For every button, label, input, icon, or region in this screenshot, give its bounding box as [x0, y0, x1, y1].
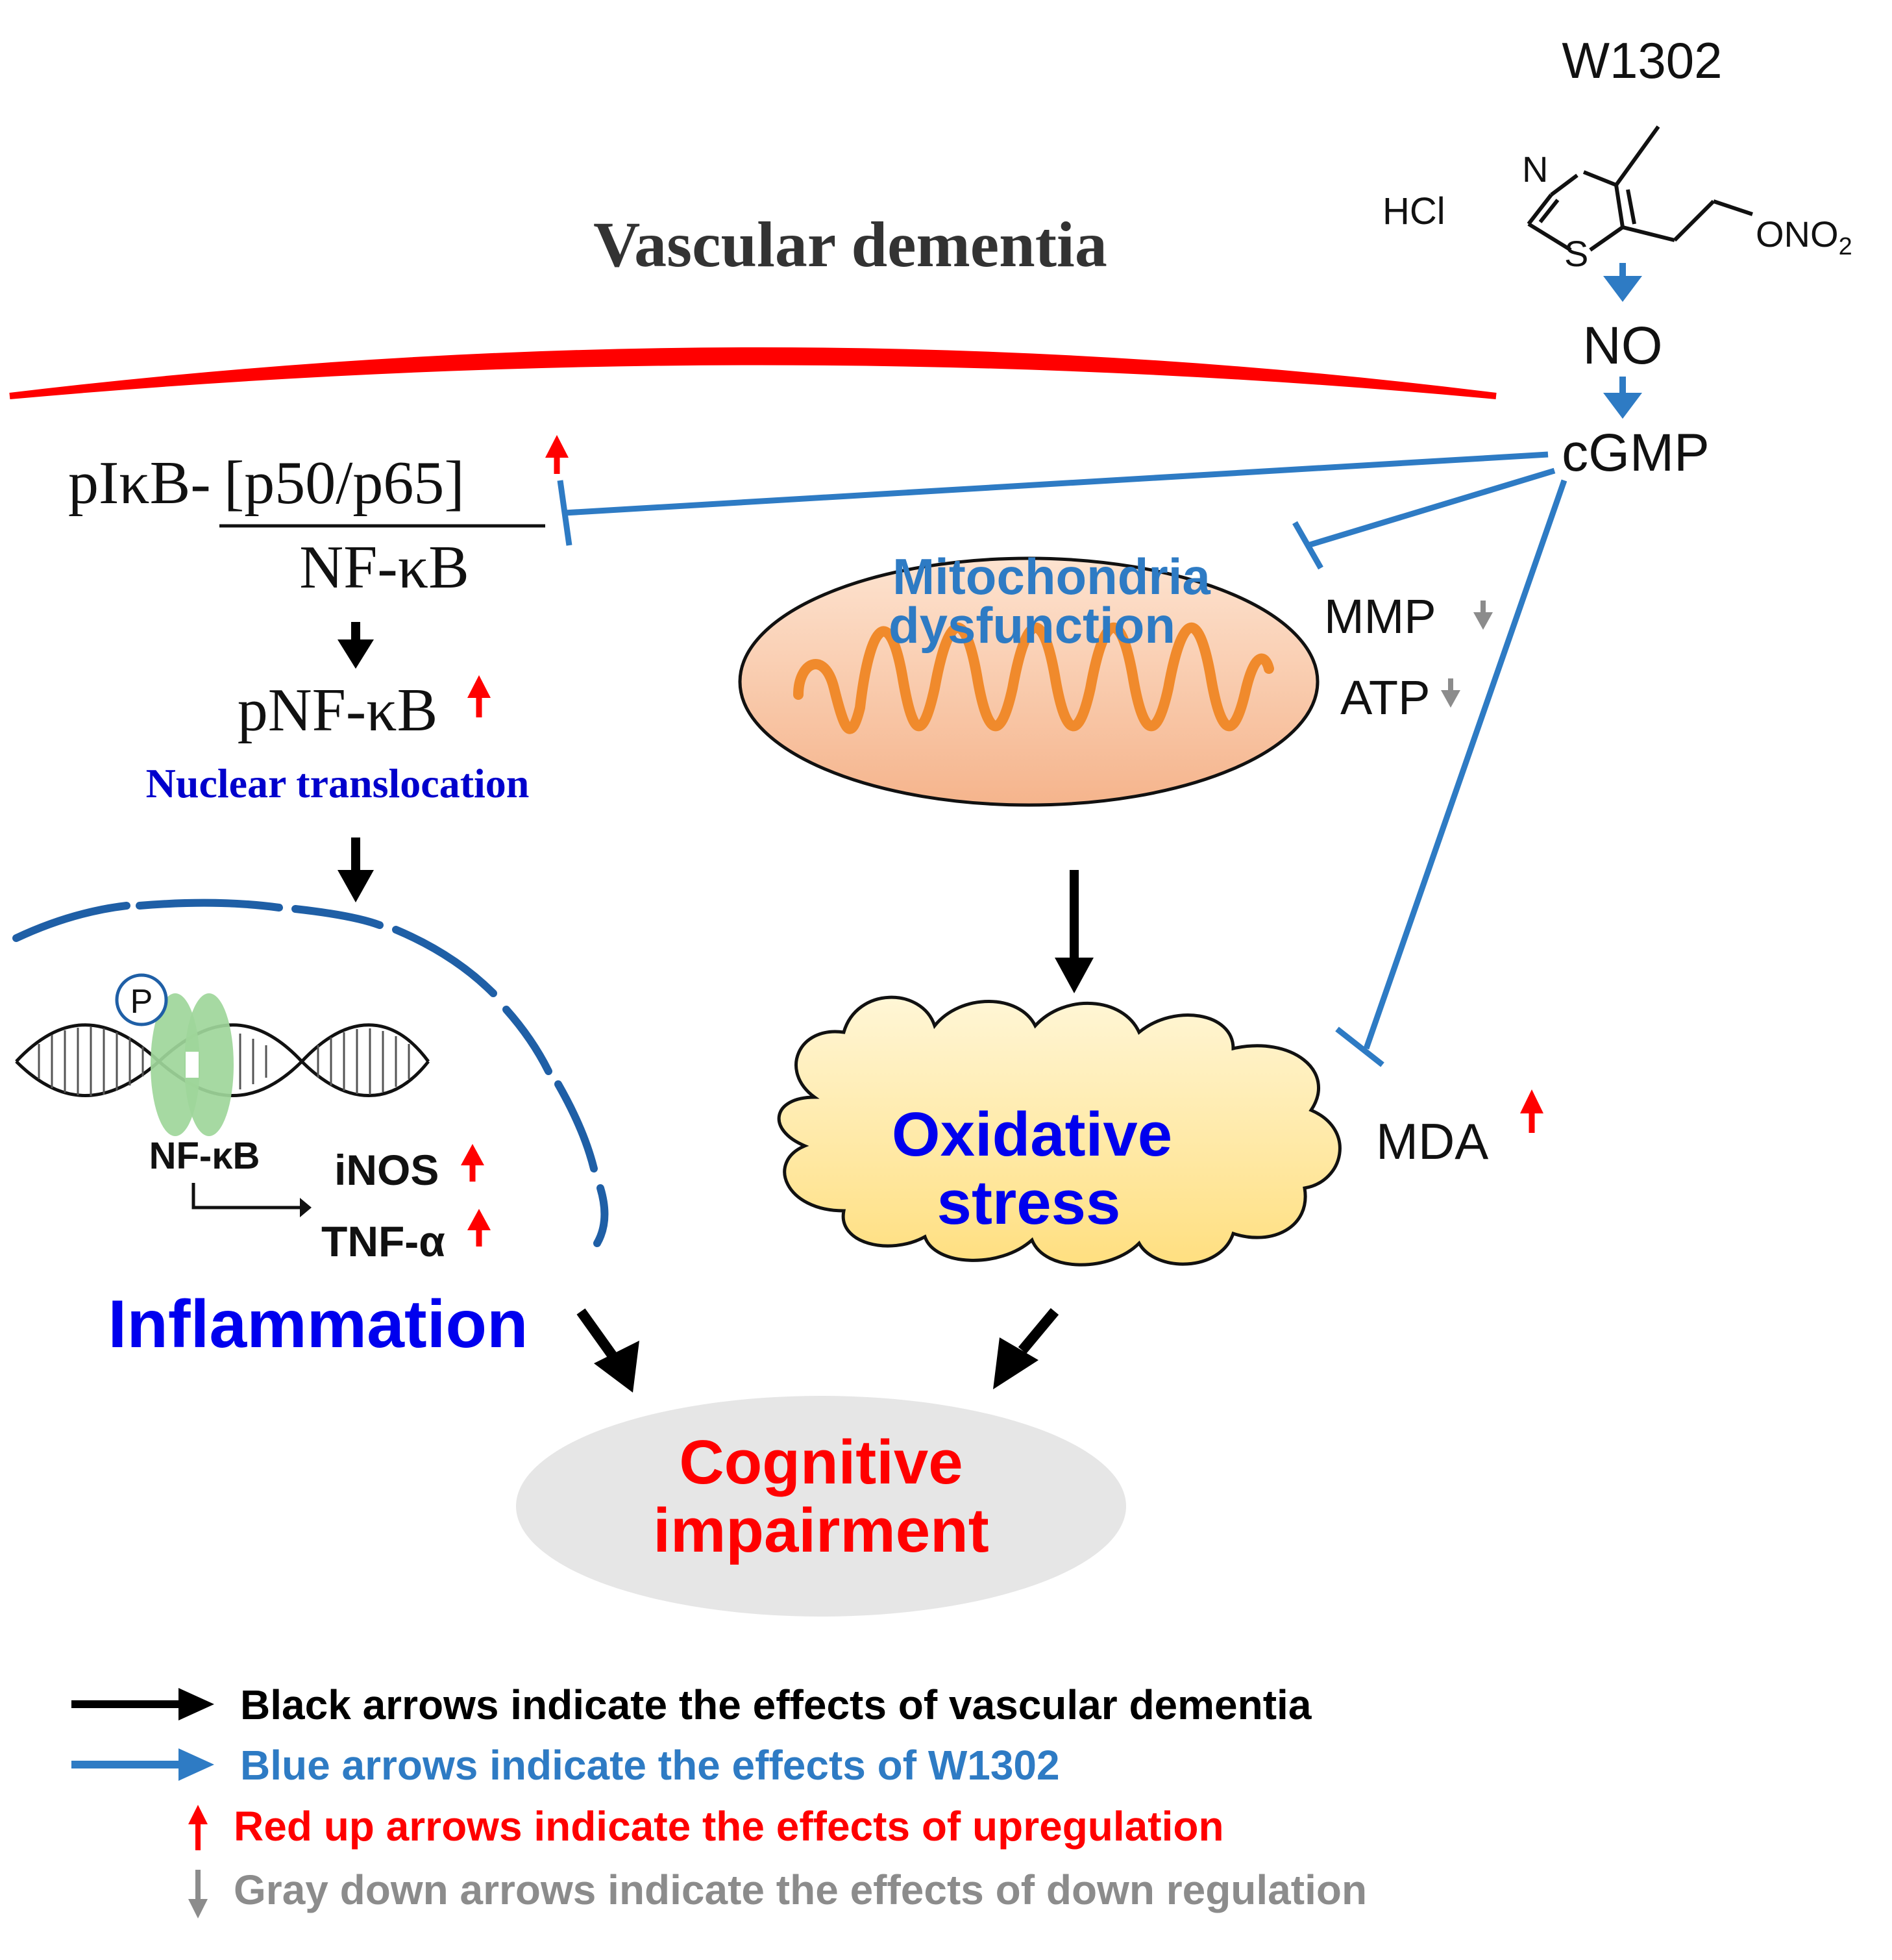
legend-item-red: Red up arrows indicate the effects of up… — [188, 1803, 1224, 1850]
down-arrow-atp — [1441, 678, 1460, 708]
mito-label-line1: Mitochondria — [892, 548, 1210, 605]
transcription-arrow — [191, 1183, 302, 1209]
no-label: NO — [1583, 316, 1663, 375]
up-arrow-complex — [545, 435, 569, 474]
nitrate-label: ONO2 — [1756, 214, 1852, 260]
cognitive-line2: impairment — [653, 1496, 989, 1565]
inhibit-line-mito — [1292, 467, 1556, 570]
w1302-structure — [1527, 125, 1753, 252]
svg-text:Blue arrows indicate the effec: Blue arrows indicate the effects of W130… — [240, 1742, 1060, 1789]
marker-mmp: MMP — [1324, 589, 1436, 643]
mitochondria: Mitochondria dysfunction — [738, 548, 1320, 807]
blue-arrow-no-cgmp — [1603, 377, 1642, 419]
black-arrow-oxidative-cognitive — [993, 1308, 1059, 1389]
black-arrow-inflammation-cognitive — [576, 1308, 639, 1393]
legend-item-gray: Gray down arrows indicate the effects of… — [188, 1867, 1367, 1918]
mito-label-line2: dysfunction — [889, 597, 1175, 654]
target-tnf: TNF-α — [321, 1217, 445, 1265]
transcription-arrowhead — [300, 1198, 312, 1217]
translocation-label: Nuclear translocation — [146, 760, 530, 806]
up-arrow-mda — [1520, 1089, 1543, 1133]
cognitive-ellipse: Cognitive impairment — [516, 1396, 1126, 1617]
complex-label: NF-κB — [299, 534, 469, 601]
salt-label: HCl — [1382, 190, 1445, 232]
inflammation-label: Inflammation — [108, 1287, 528, 1362]
drug-name: W1302 — [1562, 32, 1722, 89]
oxidative-cloud: Oxidative stress — [777, 995, 1342, 1267]
black-arrow-to-nucleus — [338, 837, 374, 902]
nucleus-envelope — [12, 899, 609, 1247]
oxidative-line1: Oxidative — [892, 1100, 1172, 1169]
pnfkb-label: pNF-κB — [238, 676, 438, 744]
oxidative-line2: stress — [937, 1168, 1121, 1237]
complex-bracket: [p50/p65] — [224, 449, 465, 517]
cognitive-line1: Cognitive — [679, 1428, 963, 1497]
legend-item-black: Black arrows indicate the effects of vas… — [71, 1681, 1312, 1728]
target-inos: iNOS — [334, 1146, 439, 1194]
complex-prefix: pIκB- — [68, 449, 211, 517]
black-arrow-complex-pnfkb — [338, 622, 374, 669]
marker-mda: MDA — [1376, 1113, 1488, 1170]
inhibit-line-mda — [1335, 479, 1567, 1067]
blue-arrow-w1302-no — [1603, 263, 1642, 302]
svg-text:Black arrows indicate the effe: Black arrows indicate the effects of vas… — [240, 1681, 1312, 1728]
inhibit-line-nfkb — [557, 451, 1549, 546]
nucleus-factor-label: NF-κB — [149, 1135, 260, 1177]
phospho-marker: P — [115, 973, 168, 1026]
atom-s: S — [1564, 233, 1588, 274]
black-arrow-mito-oxidative — [1055, 870, 1094, 993]
title: Vascular dementia — [593, 208, 1107, 280]
up-arrow-tnf — [467, 1209, 491, 1247]
svg-text:Red up arrows indicate the eff: Red up arrows indicate the effects of up… — [234, 1803, 1224, 1850]
red-arc — [9, 347, 1497, 399]
atom-n: N — [1522, 149, 1548, 190]
down-arrow-mmp — [1473, 601, 1493, 630]
dna-helix — [15, 1023, 430, 1097]
mito-cristae — [793, 622, 1274, 734]
up-arrow-pnfkb — [467, 675, 491, 717]
svg-text:P: P — [130, 983, 153, 1021]
svg-text:Gray down arrows indicate the: Gray down arrows indicate the effects of… — [234, 1867, 1367, 1913]
marker-atp: ATP — [1340, 671, 1430, 725]
cgmp-label: cGMP — [1562, 423, 1710, 482]
legend-item-blue: Blue arrows indicate the effects of W130… — [71, 1742, 1060, 1789]
nfkb-protein — [151, 993, 234, 1136]
up-arrow-inos — [461, 1144, 484, 1182]
legend: Black arrows indicate the effects of vas… — [71, 1681, 1367, 1918]
